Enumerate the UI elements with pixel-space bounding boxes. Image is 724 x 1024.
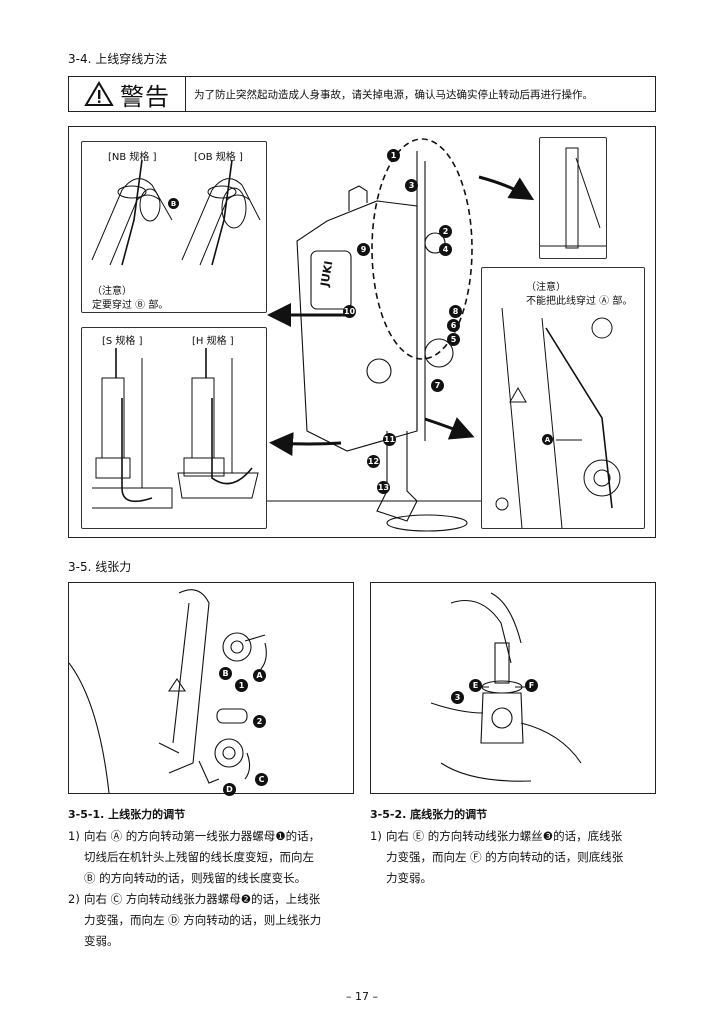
- sub-3-5-1-title: 3-5-1. 上线张力的调节: [68, 808, 186, 821]
- callout-6: 6: [447, 319, 460, 332]
- item-1-line-3: 力变弱。: [386, 871, 432, 885]
- tension-figure-bobbin: E F 3: [370, 582, 656, 794]
- inset-nb-ob: [NB 规格 ] [OB 规格 ] B （注意） 定要穿过 Ⓑ 部。: [81, 141, 267, 313]
- tension-num-2: 2: [253, 715, 266, 728]
- callout-b-nb: B: [168, 198, 179, 209]
- callout-7: 7: [431, 379, 444, 392]
- item-1-line-2: 切线后在机针头上残留的线长度变短，而向左: [84, 850, 314, 864]
- tension-letter-d: D: [223, 783, 236, 796]
- inset-note2-line2: 不能把此线穿过 Ⓐ 部。: [526, 296, 633, 307]
- item-1-index: 1): [68, 829, 80, 843]
- inset-h-label: [H 规格 ]: [192, 336, 234, 347]
- warning-message: 为了防止突然起动造成人身事故，请关掉电源，确认马达确实停止转动后再进行操作。: [194, 88, 593, 101]
- tension-letter-f: F: [525, 679, 538, 692]
- item-1-line-1: 向右 Ⓐ 的方向转动第一线张力器螺母❶的话，: [84, 829, 321, 843]
- item-2-line-3: 变弱。: [84, 934, 119, 948]
- inset-ob-label: [OB 规格 ]: [194, 152, 243, 163]
- warning-word: 警告: [120, 82, 170, 111]
- warning-triangle-icon: [84, 81, 114, 106]
- inset-tension-detail: （注意） 不能把此线穿过 Ⓐ 部。 A: [481, 267, 645, 529]
- bobbin-tension-illustration: [430, 592, 582, 782]
- section-3-5-2: 3-5-2. 底线张力的调节 1)向右 Ⓔ 的方向转动线张力螺丝❸的话，底线张 …: [370, 806, 660, 889]
- sub-3-5-2-title: 3-5-2. 底线张力的调节: [370, 808, 488, 821]
- tension-figure-upper: B 1 A 2 C D: [68, 582, 354, 796]
- callout-8: 8: [449, 305, 462, 318]
- callout-2: 2: [439, 225, 452, 238]
- inset-nb-label: [NB 规格 ]: [108, 152, 157, 163]
- tension-letter-e: E: [469, 679, 482, 692]
- upper-tension-illustration: [68, 589, 267, 794]
- callout-10: 10: [343, 305, 356, 318]
- page-number: – 17 –: [346, 990, 378, 1003]
- item-1-line-1: 向右 Ⓔ 的方向转动线张力螺丝❸的话，底线张: [386, 829, 623, 843]
- callout-3: 3: [405, 179, 418, 192]
- warning-badge: 警告: [69, 77, 186, 111]
- callout-11: 11: [383, 433, 396, 446]
- tension-letter-a: A: [253, 669, 266, 682]
- threading-figure: [NB 规格 ] [OB 规格 ] B （注意） 定要穿过 Ⓑ 部。 [S 规格…: [68, 126, 656, 538]
- brand-logo: JUKI: [318, 260, 335, 289]
- inset-s-h: [S 规格 ] [H 规格 ]: [81, 327, 267, 529]
- item-2-index: 2): [68, 892, 80, 906]
- callout-9: 9: [357, 243, 370, 256]
- tension-num-1: 1: [235, 679, 248, 692]
- figure-arrows: [267, 175, 535, 457]
- tension-num-3: 3: [451, 691, 464, 704]
- thread-guide-illustration: [540, 147, 606, 249]
- tension-letter-c: C: [255, 773, 268, 786]
- inset-thread-guide: [539, 137, 607, 259]
- callout-4: 4: [439, 243, 452, 256]
- item-2-line-2: 力变强，而向左 Ⓓ 方向转动的话，则上线张力: [84, 913, 322, 927]
- item-2-line-1: 向右 Ⓒ 方向转动线张力器螺母❷的话，上线张: [84, 892, 321, 906]
- section-title-3-4: 3-4. 上线穿线方法: [68, 52, 168, 66]
- inset-s-label: [S 规格 ]: [102, 336, 143, 347]
- item-1-line-3: Ⓑ 的方向转动的话，则残留的线长度变长。: [84, 871, 307, 885]
- tension-detail-illustration: [495, 308, 621, 528]
- nb-ob-illustration: [91, 160, 261, 266]
- tension-letter-b: B: [219, 667, 232, 680]
- callout-5: 5: [447, 333, 460, 346]
- callout-1: 1: [387, 149, 400, 162]
- inset-note1-line1: （注意）: [92, 286, 132, 297]
- inset-note2-line1: （注意）: [526, 282, 566, 293]
- warning-box: 警告 为了防止突然起动造成人身事故，请关掉电源，确认马达确实停止转动后再进行操作…: [68, 76, 656, 112]
- s-h-illustration: [92, 348, 259, 509]
- item-1-line-2: 力变强，而向左 Ⓕ 的方向转动的话，则底线张: [386, 850, 624, 864]
- callout-12: 12: [367, 455, 380, 468]
- inset-note1-line2: 定要穿过 Ⓑ 部。: [92, 300, 169, 311]
- callout-13: 13: [377, 481, 390, 494]
- section-3-5-1: 3-5-1. 上线张力的调节 1)向右 Ⓐ 的方向转动第一线张力器螺母❶的话， …: [68, 806, 358, 952]
- item-1-index: 1): [370, 829, 382, 843]
- callout-a-right: A: [542, 434, 553, 445]
- section-title-3-5: 3-5. 线张力: [68, 560, 132, 574]
